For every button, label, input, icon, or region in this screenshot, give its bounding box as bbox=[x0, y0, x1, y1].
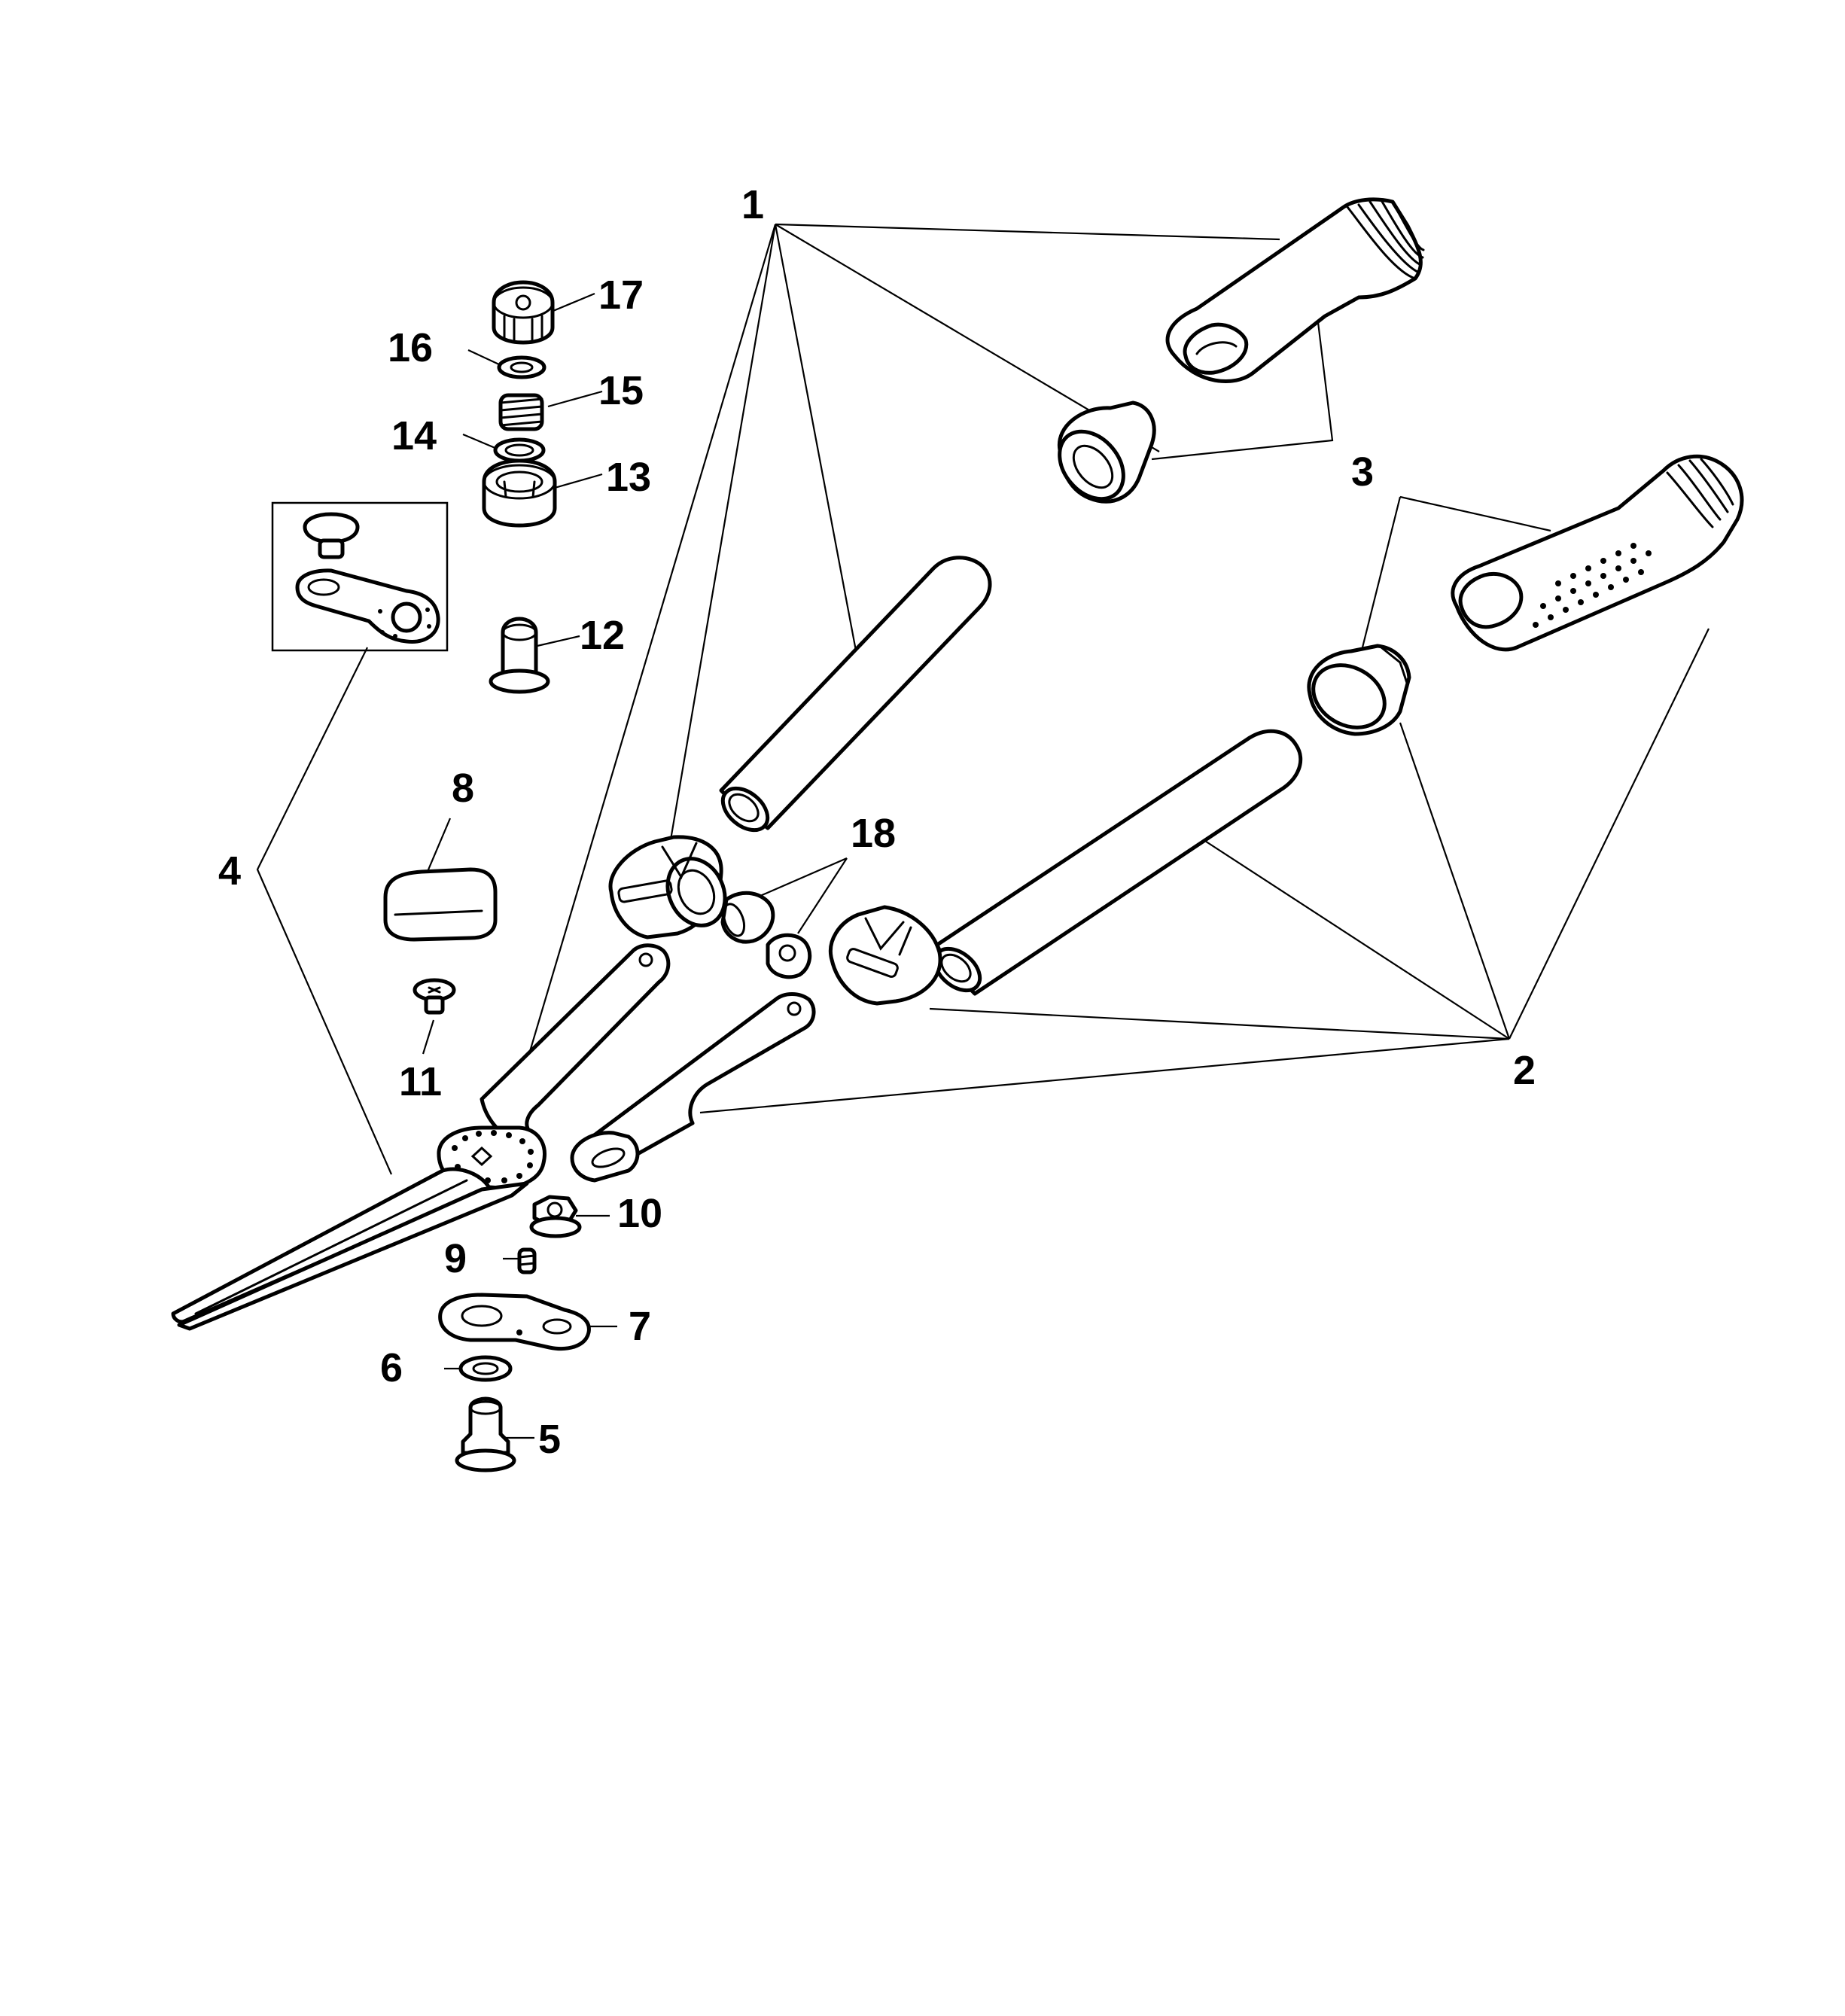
callout-4: 4 bbox=[218, 848, 241, 894]
callout-16: 16 bbox=[388, 325, 433, 370]
upper-ferrule bbox=[1057, 400, 1156, 504]
part-9-setscrew bbox=[517, 1247, 537, 1274]
lower-ferrule bbox=[1307, 644, 1411, 736]
part-13-bushing bbox=[482, 458, 557, 528]
callout-13: 13 bbox=[606, 455, 651, 500]
callout-10: 10 bbox=[617, 1191, 662, 1236]
callout-15: 15 bbox=[598, 368, 644, 413]
callout-12: 12 bbox=[580, 613, 625, 658]
part-16-ring bbox=[497, 355, 546, 379]
plug-18-round bbox=[720, 891, 775, 944]
callout-2: 2 bbox=[1513, 1048, 1536, 1093]
callout-3: 3 bbox=[1351, 449, 1374, 495]
callout-14: 14 bbox=[391, 413, 437, 458]
part-6-washer bbox=[458, 1355, 513, 1382]
callout-11: 11 bbox=[399, 1059, 442, 1104]
shear-blades bbox=[171, 943, 816, 1331]
callout-7: 7 bbox=[629, 1304, 651, 1349]
callout-17: 17 bbox=[598, 273, 644, 318]
callout-1: 1 bbox=[741, 182, 764, 227]
part-14-washer bbox=[493, 437, 546, 463]
part-10-nut bbox=[529, 1195, 582, 1238]
lower-tube bbox=[933, 729, 1303, 996]
upper-tube bbox=[719, 556, 992, 833]
callout-18: 18 bbox=[851, 811, 896, 856]
part-12-pin bbox=[489, 617, 550, 694]
part-17-nut bbox=[492, 280, 555, 345]
callout-5: 5 bbox=[538, 1417, 561, 1462]
leader-lines bbox=[256, 223, 1710, 1439]
part-15-spring bbox=[498, 393, 544, 431]
part-4-inset bbox=[271, 501, 449, 652]
upper-handle-grip bbox=[1165, 197, 1425, 383]
callout-8: 8 bbox=[452, 766, 474, 811]
part-7-plate bbox=[438, 1293, 591, 1351]
callout-labels: 1 2 3 4 5 6 7 8 9 10 11 12 13 14 15 16 1… bbox=[218, 182, 1536, 1462]
plug-18-socket bbox=[766, 933, 812, 979]
callout-9: 9 bbox=[444, 1236, 467, 1281]
upper-connector bbox=[608, 835, 727, 939]
lower-connector bbox=[829, 905, 942, 1006]
part-8-cap bbox=[383, 867, 498, 942]
part-5-bolt bbox=[455, 1396, 516, 1472]
callout-6: 6 bbox=[380, 1345, 403, 1390]
lower-handle-grip bbox=[1451, 454, 1744, 652]
grip-texture-dots bbox=[1533, 543, 1652, 628]
part-11-screw bbox=[413, 978, 456, 1015]
